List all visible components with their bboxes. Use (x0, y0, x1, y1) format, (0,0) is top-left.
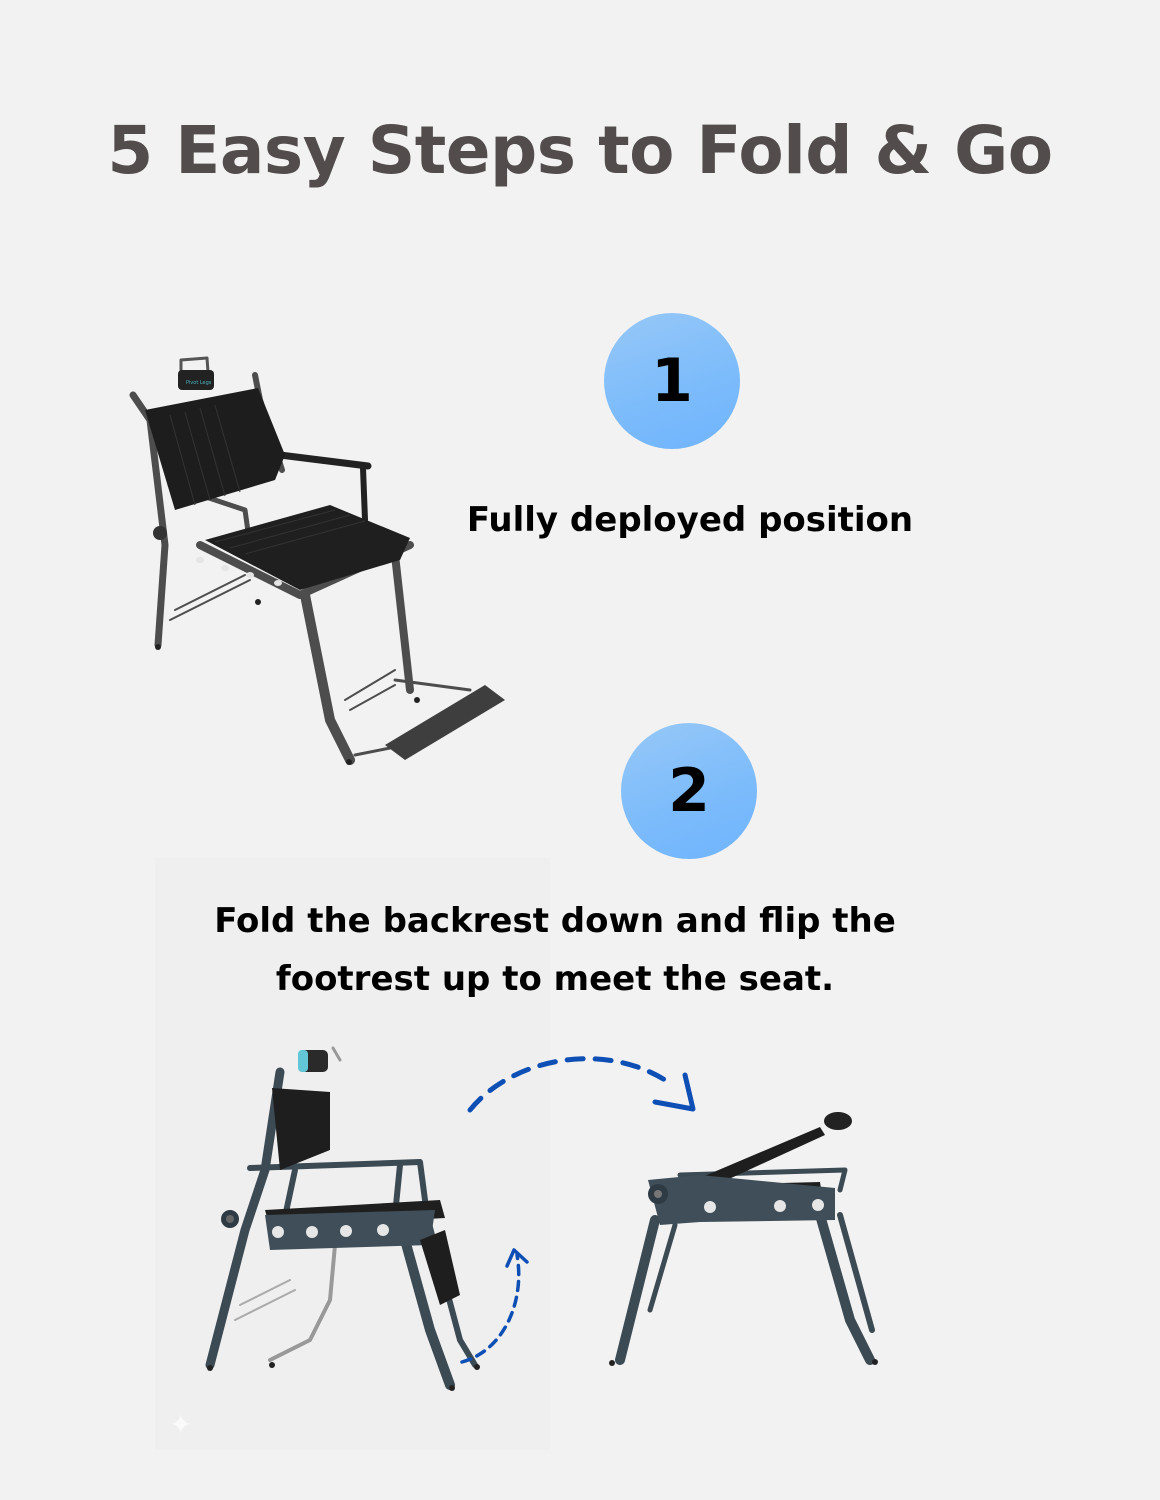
svg-text:Pivot Legs: Pivot Legs (186, 380, 212, 386)
step-caption-line-1: Fold the backrest down and flip the (214, 901, 896, 941)
step-caption-line-2: footrest up to meet the seat. (275, 959, 835, 999)
step-caption: Fold the backrest down and flip the foot… (160, 892, 950, 1008)
step-number: 2 (668, 756, 710, 826)
page-title: 5 Easy Steps to Fold & Go (107, 112, 1053, 189)
step-number: 1 (651, 346, 693, 416)
step-number-badge: 2 (621, 723, 757, 859)
step-caption: Fully deployed position (466, 500, 914, 540)
sparkle-icon: ✦ (169, 1409, 193, 1440)
chair-fully-deployed-image: Pivot Legs (129, 356, 505, 765)
step-number-badge: 1 (604, 313, 740, 449)
